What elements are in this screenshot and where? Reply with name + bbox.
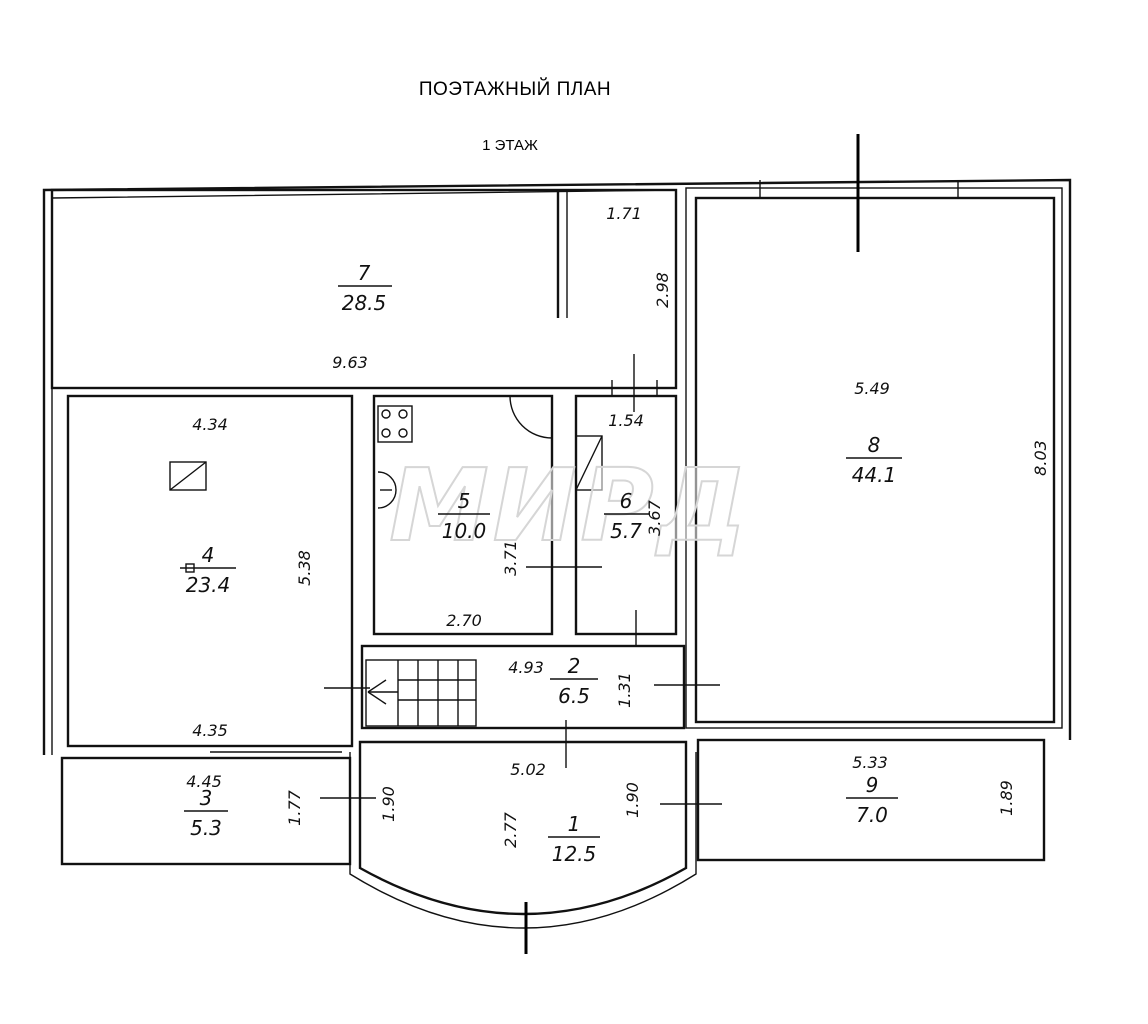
room-5-label: 5 10.0 [438,489,490,543]
dim-r1-right-height: 1.90 [623,782,642,818]
dim-r9-width: 5.33 [852,753,888,772]
dim-r8-width: 5.49 [854,379,890,398]
room-number: 7 [358,261,371,285]
dimension-ticks [320,354,722,805]
room-area: 7.0 [856,803,888,827]
dim-r9-height: 1.89 [997,780,1016,816]
room-number: 5 [458,489,471,513]
dim-r7-small-height: 2.98 [653,272,672,308]
dim-r2-height: 1.31 [615,672,634,708]
plan-title: ПОЭТАЖНЫЙ ПЛАН [419,78,611,100]
dim-r7-width: 9.63 [332,353,368,372]
dim-r3-height: 1.77 [285,789,304,825]
dim-r7-small-width: 1.71 [606,204,642,223]
dim-r4-top: 4.34 [192,415,228,434]
dim-r1-height: 2.77 [501,811,520,847]
room-number: 8 [868,433,881,457]
dim-r5-height: 3.71 [501,540,520,576]
watermark: МИРД [389,447,751,564]
dimension-labels: 9.63 1.71 2.98 5.49 8.03 4.34 4.35 5.3 8 … [186,204,1050,848]
room-area: 10.0 [442,519,487,543]
room-6-label: 6 5.7 [604,489,650,543]
room-area: 23.4 [186,573,231,597]
room-labels: 7 28.5 8 44.1 4 23.4 5 10.0 6 5.7 2 6.5 [180,261,902,866]
dim-r1-width: 5.02 [510,760,546,779]
room-1-label: 1 12.5 [548,812,600,866]
dim-r6-width: 1.54 [608,411,644,430]
dim-r1-left-height: 1.90 [379,786,398,822]
dim-r8-height: 8.03 [1031,440,1050,476]
room-number: 6 [620,489,633,513]
room-9-label: 9 7.0 [846,773,898,827]
dim-r4-bottom: 4.35 [192,721,228,740]
dim-r2-width: 4.93 [508,658,544,677]
room-area: 6.5 [558,684,590,708]
walls [42,178,1072,929]
room-number: 2 [568,654,581,678]
room-area: 5.3 [190,816,222,840]
room-number: 9 [866,773,879,797]
room-4-label: 4 23.4 [180,543,236,597]
room-area: 28.5 [342,291,387,315]
fixtures [169,395,603,573]
room-number: 1 [568,812,581,836]
room-2-label: 2 6.5 [550,654,598,708]
room-area: 44.1 [852,463,897,487]
dim-r5-width: 2.70 [446,611,482,630]
room-number: 3 [200,786,213,810]
dim-r3-width: 4.45 [186,772,222,791]
room-7-label: 7 28.5 [338,261,392,315]
floor-label: 1 ЭТАЖ [482,137,538,154]
dim-r6-height: 3.67 [645,499,664,535]
room-number: 4 [202,543,215,567]
room-3-label: 3 5.3 [184,786,228,840]
room-area: 12.5 [552,842,597,866]
room-8-label: 8 44.1 [846,433,902,487]
dim-r4-height: 5.38 [295,550,314,586]
room-area: 5.7 [610,519,642,543]
